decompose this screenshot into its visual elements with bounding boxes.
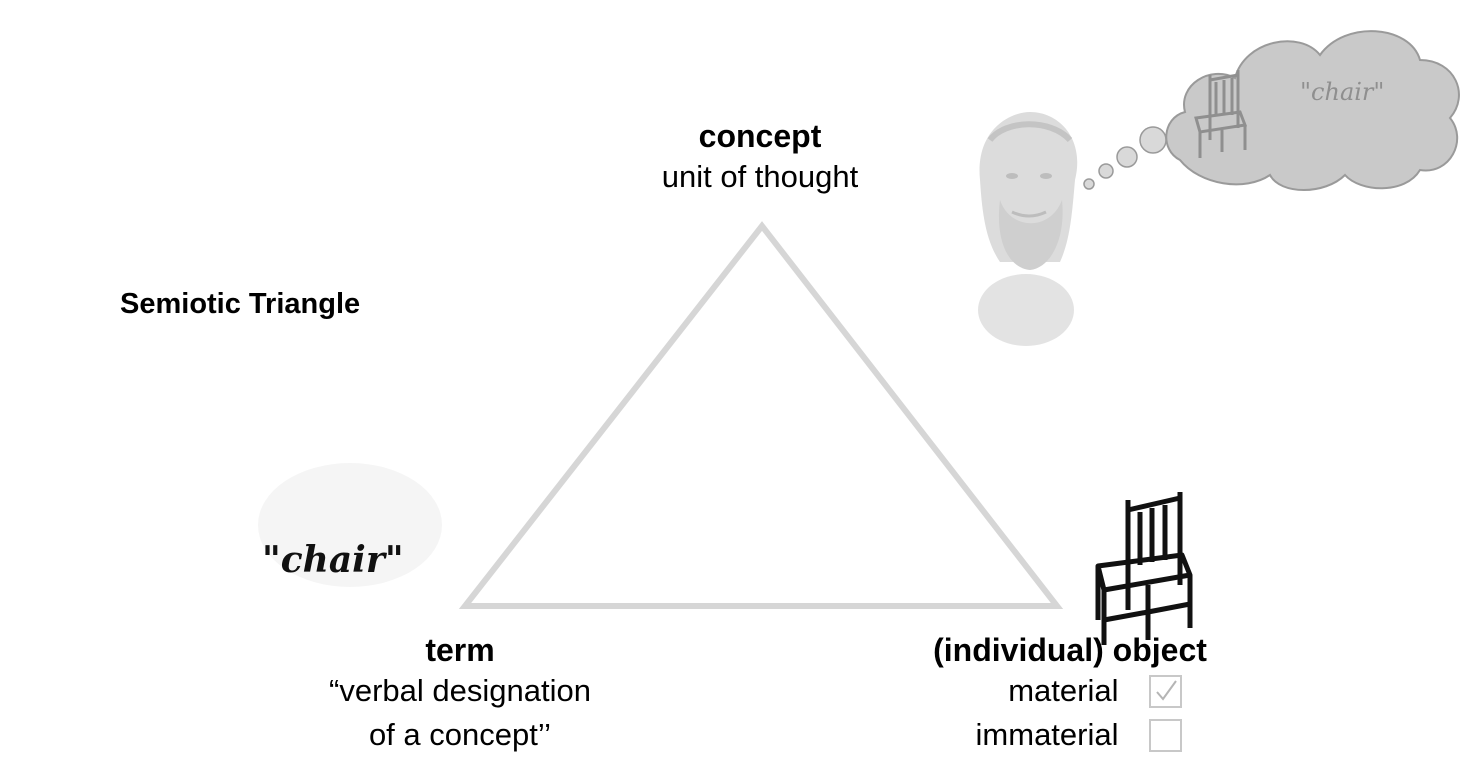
object-option-label: material [1008, 673, 1119, 708]
term-image: "chair" [258, 463, 442, 587]
immaterial-checkbox[interactable] [1148, 718, 1182, 752]
term-description-line1: “verbal designation [329, 673, 591, 708]
object-option-label: immaterial [975, 717, 1119, 752]
object-option-immaterial: immaterial [860, 713, 1280, 757]
term-handwriting-text: "chair" [262, 539, 404, 581]
thought-bubble: "chair" [1083, 30, 1460, 191]
concept-title: concept [698, 118, 822, 154]
bubble-chair-text: "chair" [1300, 78, 1384, 106]
concept-description: unit of thought [661, 159, 859, 194]
diagram-title: Semiotic Triangle [120, 288, 361, 320]
term-description-line2: of a concept’’ [368, 717, 552, 752]
object-option-material: material [860, 669, 1280, 713]
philosopher-bust-icon [978, 112, 1078, 346]
chair-icon [1194, 70, 1248, 158]
object-node: (individual) object material immaterial [860, 632, 1280, 757]
chair-icon [1095, 492, 1193, 645]
material-checkbox[interactable] [1148, 674, 1182, 708]
concept-node: concept unit of thought [560, 118, 960, 199]
object-title: (individual) object [933, 632, 1207, 668]
term-node: term “verbal designation of a concept’’ [230, 632, 690, 757]
checkmark-icon [1155, 679, 1177, 701]
semiotic-triangle [458, 221, 1064, 609]
term-title: term [425, 632, 495, 668]
